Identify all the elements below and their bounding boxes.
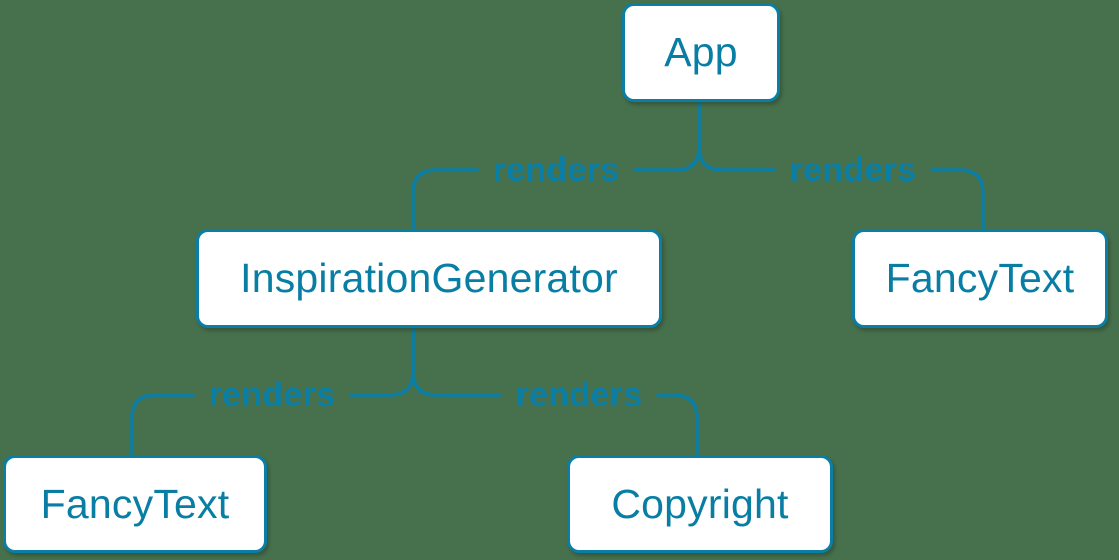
node-inspiration-generator-label: InspirationGenerator xyxy=(240,255,618,301)
node-app-label: App xyxy=(664,29,738,75)
node-app: App xyxy=(622,3,780,102)
edge-label-renders: renders xyxy=(194,376,350,414)
edge-label-renders: renders xyxy=(478,151,634,189)
node-copyright-label: Copyright xyxy=(611,480,789,527)
edge-label-renders: renders xyxy=(775,151,931,189)
node-fancytext-right: FancyText xyxy=(852,229,1108,328)
node-fancytext-left: FancyText xyxy=(3,455,267,553)
node-fancytext-left-label: FancyText xyxy=(40,480,230,527)
node-fancytext-right-label: FancyText xyxy=(885,255,1075,301)
node-copyright: Copyright xyxy=(567,455,833,553)
node-inspiration-generator: InspirationGenerator xyxy=(196,229,662,328)
edge-label-renders: renders xyxy=(501,376,657,414)
